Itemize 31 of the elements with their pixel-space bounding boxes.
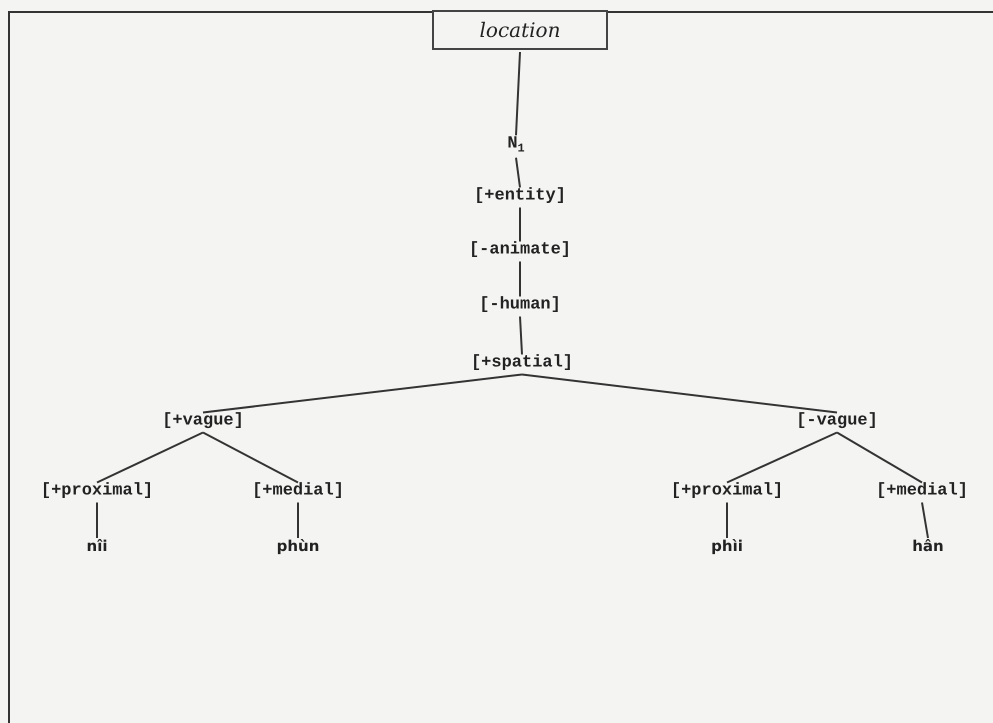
concept-box: location xyxy=(432,10,608,50)
word-label: hân xyxy=(912,537,944,555)
tree-branch-line xyxy=(726,502,728,538)
tree-branch-line xyxy=(96,502,98,538)
word-label: phùn xyxy=(276,537,320,555)
tree-branch-line xyxy=(96,432,204,484)
feature-label: [+vague] xyxy=(162,412,244,430)
feature-label: [-vague] xyxy=(796,412,878,430)
feature-label: [+spatial] xyxy=(470,354,574,372)
feature-label: [+proximal] xyxy=(40,482,154,500)
tree-branch-line xyxy=(202,432,298,484)
feature-label: [+proximal] xyxy=(670,482,784,500)
word-label: nîi xyxy=(86,537,108,555)
feature-label: N$_{1}$ xyxy=(507,134,525,156)
feature-label: [+medial] xyxy=(876,482,968,500)
tree-branch-line xyxy=(515,158,521,188)
tree-branch-line xyxy=(515,52,521,136)
tree-branch-line xyxy=(836,432,922,484)
word-label: phìi xyxy=(711,537,743,555)
feature-label: [-animate] xyxy=(468,240,572,260)
tree-branch-line xyxy=(726,432,838,484)
tree-branch-line xyxy=(297,502,299,538)
feature-label: [+entity] xyxy=(474,186,566,206)
tree-branch-line xyxy=(519,316,523,355)
tree-branch-line xyxy=(519,208,521,242)
tree-branch-line xyxy=(522,374,838,414)
feature-label: [-human] xyxy=(479,296,561,314)
tree-branch-line xyxy=(519,262,521,296)
feature-label: [+medial] xyxy=(252,482,344,500)
tree-branch-line xyxy=(202,374,522,414)
tree-branch-line xyxy=(921,502,929,538)
